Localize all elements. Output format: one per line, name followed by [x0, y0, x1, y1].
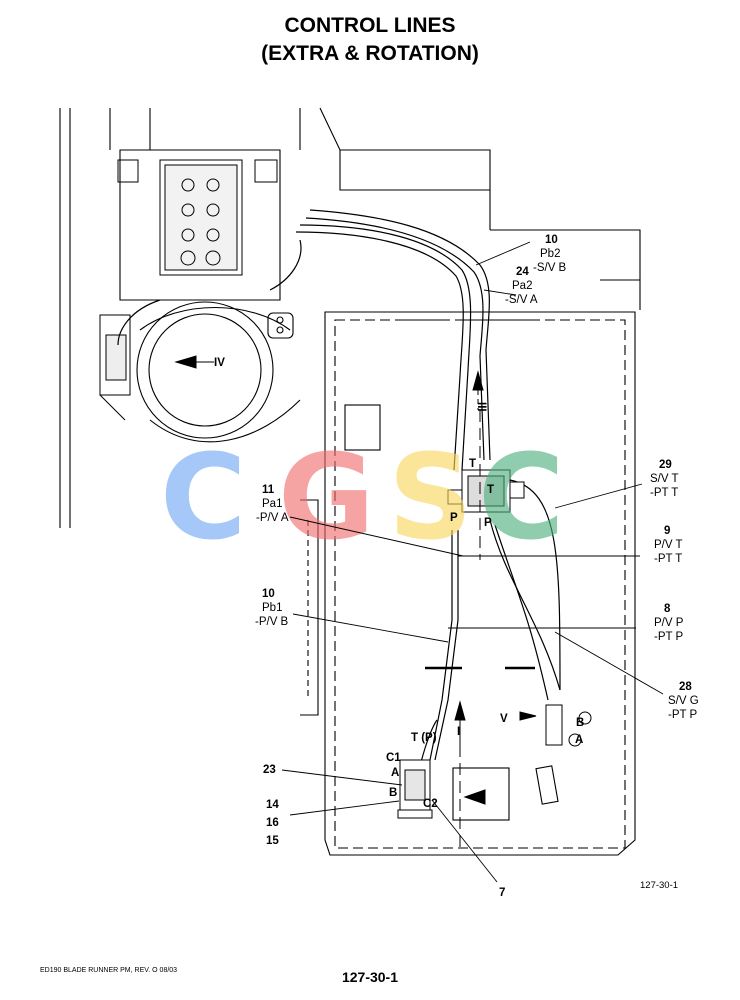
callout-11-l1: Pa1	[262, 498, 282, 510]
watermark-letter-3: S	[388, 428, 473, 566]
port-label-t-1: T	[469, 458, 476, 470]
callout-10-mid-num: 10	[262, 588, 275, 600]
title-line-2: (EXTRA & ROTATION)	[261, 42, 479, 65]
port-label-a-left: A	[391, 767, 399, 779]
callout-24-l2: -S/V A	[505, 294, 538, 306]
figure-reference: 127-30-1	[640, 880, 679, 891]
port-label-c2: C2	[423, 798, 438, 810]
callout-9-num: 9	[664, 525, 670, 537]
callout-15-num: 15	[266, 835, 279, 847]
direction-marker-iii: III	[475, 402, 487, 412]
port-label-t-p: T (P)	[411, 732, 437, 744]
callout-29-l2: -PT T	[650, 487, 678, 499]
direction-marker-i: I	[457, 726, 460, 738]
callout-8-num: 8	[664, 603, 671, 615]
direction-marker-iv: IV	[214, 357, 225, 369]
watermark-letter-4: C	[478, 428, 565, 566]
watermark-letter-2: G	[278, 428, 375, 566]
callout-10-top-l2: -S/V B	[533, 262, 567, 274]
port-label-t-2: T	[487, 484, 494, 496]
callout-10-top-num: 10	[545, 234, 558, 246]
port-label-p-2: P	[484, 517, 492, 529]
callout-24-num: 24	[516, 266, 529, 278]
callout-29-l1: S/V T	[650, 473, 679, 485]
footer-manual-revision: ED190 BLADE RUNNER PM, REV. O 08/03	[40, 967, 178, 974]
title-line-1: CONTROL LINES	[284, 14, 456, 37]
callout-28-l2: -PT P	[668, 709, 698, 721]
callout-9-l2: -PT T	[654, 553, 682, 565]
callout-28-num: 28	[679, 681, 692, 693]
port-label-c1: C1	[386, 752, 401, 764]
port-label-a-right: A	[575, 734, 583, 746]
callout-29-num: 29	[659, 459, 672, 471]
callout-9-l1: P/V T	[654, 539, 683, 551]
callout-28-l1: S/V G	[668, 695, 699, 707]
callout-8-l2: -PT P	[654, 631, 684, 643]
callout-11-num: 11	[262, 484, 275, 496]
direction-marker-v: V	[500, 713, 508, 725]
callout-11-l2: -P/V A	[256, 512, 289, 524]
callout-7-num: 7	[499, 887, 505, 899]
callout-16-num: 16	[266, 817, 279, 829]
callout-24-l1: Pa2	[512, 280, 532, 292]
port-label-b-right: B	[576, 717, 584, 729]
callout-23-num: 23	[263, 764, 276, 776]
port-label-b-left: B	[389, 787, 397, 799]
callout-10-top-l1: Pb2	[540, 248, 560, 260]
callout-10-mid-l2: -P/V B	[255, 616, 289, 628]
footer-page-number: 127-30-1	[341, 969, 399, 985]
port-label-p-1: P	[450, 512, 458, 524]
watermark-letter-1: C	[160, 428, 247, 566]
callout-14-num: 14	[266, 799, 279, 811]
callout-8-l1: P/V P	[654, 617, 684, 629]
callout-10-mid-l1: Pb1	[262, 602, 282, 614]
